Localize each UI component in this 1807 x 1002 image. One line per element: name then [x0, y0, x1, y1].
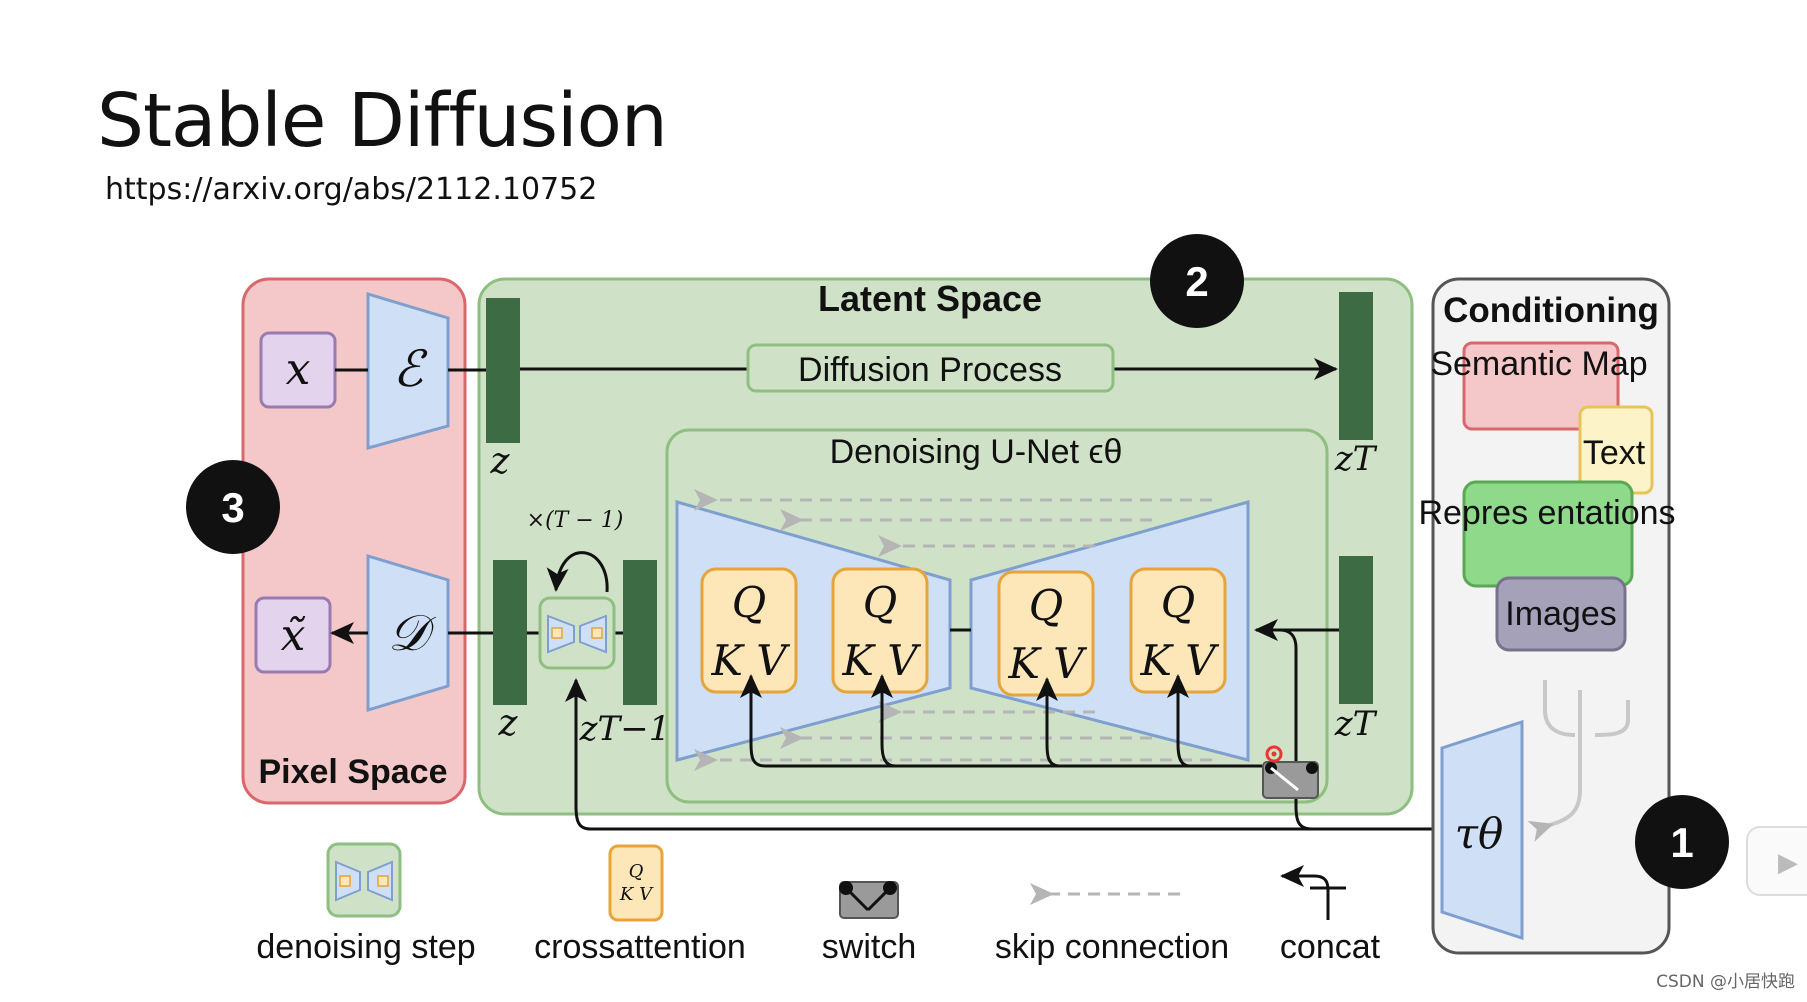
decoder-trapezoid	[366, 553, 450, 713]
legend-concat: concat	[1280, 928, 1381, 966]
legend-concat-icon	[1280, 865, 1330, 920]
legend-crossattention: crossattention	[534, 928, 746, 966]
diffusion-process-label: Diffusion Process	[798, 351, 1062, 389]
tau-encoder-trapezoid	[1440, 719, 1524, 941]
semantic-map-box	[1462, 341, 1620, 431]
encoder-label: ℰ	[393, 340, 428, 398]
qkv-box: Q K V	[1129, 567, 1227, 694]
z-T-bar-bottom	[1339, 556, 1373, 704]
conditioning-arrows	[565, 619, 1447, 831]
qkv-box: Q K V	[997, 570, 1095, 697]
unet-label: Denoising U-Net ϵθ	[830, 433, 1123, 471]
z-t-minus-1-label: zT−1	[579, 709, 671, 749]
encoder-trapezoid	[366, 291, 450, 450]
svg-text:Q: Q	[629, 861, 644, 882]
legend-switch-icon	[839, 881, 899, 919]
svg-text:1: 1	[1670, 819, 1693, 866]
conditioning-label: Conditioning	[1443, 291, 1659, 330]
repeat-loop-arrow	[546, 551, 609, 593]
svg-text:Q: Q	[1029, 581, 1063, 630]
z-top-label: z	[490, 441, 511, 482]
images-label: Images	[1505, 595, 1617, 633]
svg-text:Q: Q	[732, 578, 766, 627]
pixel-space-label: Pixel Space	[258, 753, 447, 791]
unet-switch	[1262, 745, 1319, 799]
svg-text:3: 3	[221, 484, 244, 531]
watermark: CSDN @小居快跑	[1656, 972, 1795, 992]
z-T-bar-top	[1339, 292, 1373, 440]
tau-label: τθ	[1455, 809, 1504, 858]
skip-connections	[694, 489, 1212, 771]
legend-crossattention-icon: Q K V	[608, 844, 664, 922]
z-t-minus-1-bar	[623, 560, 657, 705]
qkv-box: Q K V	[831, 567, 929, 694]
diffusion-process-box	[746, 343, 1115, 393]
images-box	[1495, 576, 1627, 652]
representations-label: Repres entations	[1418, 494, 1675, 532]
legend-switch: switch	[822, 928, 916, 966]
z-bar-bottom	[493, 560, 527, 705]
z-T-top-label: zT	[1334, 439, 1378, 479]
legend-denoising-step: denoising step	[256, 928, 475, 966]
legend-skip-connection: skip connection	[995, 928, 1229, 966]
denoising-step-box	[538, 596, 616, 670]
svg-text:Q: Q	[863, 578, 897, 627]
play-button[interactable]: ▶	[1746, 826, 1807, 896]
repeat-label: ×(T − 1)	[527, 508, 624, 533]
svg-text:Q: Q	[1161, 578, 1195, 627]
slide-title: Stable Diffusion	[97, 78, 668, 164]
svg-text:K V: K V	[619, 884, 654, 905]
semantic-map-label-line1: Semantic Map	[1430, 345, 1647, 383]
paper-url[interactable]: https://arxiv.org/abs/2112.10752	[105, 172, 598, 207]
z-bottom-label: z	[498, 703, 519, 744]
text-label: Text	[1583, 434, 1646, 472]
marker-3: 3	[186, 460, 280, 554]
z-T-bottom-label: zT	[1334, 704, 1378, 744]
legend-denoising-step-icon	[326, 842, 402, 918]
marker-2: 2	[1150, 234, 1244, 328]
latent-space-label: Latent Space	[818, 278, 1042, 319]
marker-1: 1	[1635, 795, 1729, 889]
svg-text:2: 2	[1185, 258, 1208, 305]
conditioning-merge-lines	[1527, 680, 1630, 842]
qkv-box: Q K V	[700, 567, 798, 694]
x-tilde-label: x̃	[281, 610, 306, 661]
play-icon: ▶	[1778, 848, 1798, 878]
x-label: x	[286, 344, 311, 395]
z-bar-top	[486, 298, 520, 443]
